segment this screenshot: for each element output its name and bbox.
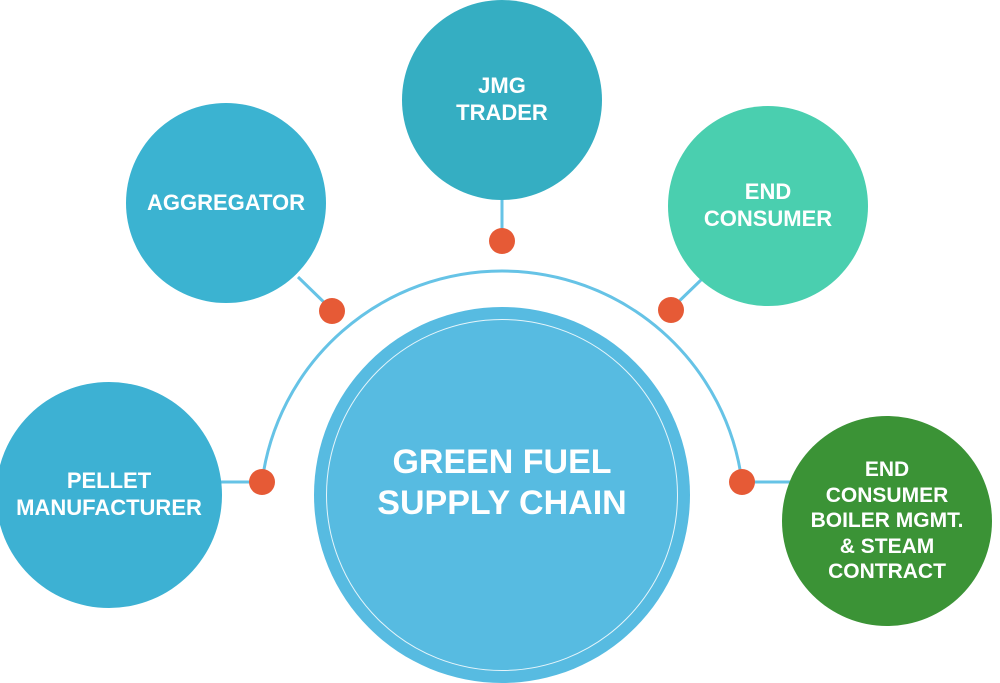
node-jmg-trader: JMG TRADER — [402, 0, 602, 200]
connector-arc — [260, 269, 744, 483]
junction-dot-boiler — [729, 469, 755, 495]
node-aggregator: AGGREGATOR — [126, 103, 326, 303]
node-end-consumer-boiler: END CONSUMER BOILER MGMT. & STEAM CONTRA… — [782, 416, 992, 626]
center-node-label: GREEN FUEL SUPPLY CHAIN — [377, 442, 627, 522]
junction-dot-end-consumer — [658, 297, 684, 323]
junction-dot-jmg — [489, 228, 515, 254]
node-end-consumer: END CONSUMER — [668, 106, 868, 306]
node-end-consumer-label: END CONSUMER — [703, 179, 833, 231]
junction-dot-aggregator — [319, 298, 345, 324]
node-aggregator-label: AGGREGATOR — [146, 189, 306, 215]
junction-dot-pellet — [249, 469, 275, 495]
node-pellet-manufacturer: PELLET MANUFACTURER — [0, 382, 222, 608]
node-end-consumer-boiler-label: END CONSUMER BOILER MGMT. & STEAM CONTRA… — [810, 457, 964, 584]
node-pellet-manufacturer-label: PELLET MANUFACTURER — [16, 468, 202, 520]
node-jmg-trader-label: JMG TRADER — [456, 73, 548, 125]
center-node: GREEN FUEL SUPPLY CHAIN — [314, 307, 690, 683]
